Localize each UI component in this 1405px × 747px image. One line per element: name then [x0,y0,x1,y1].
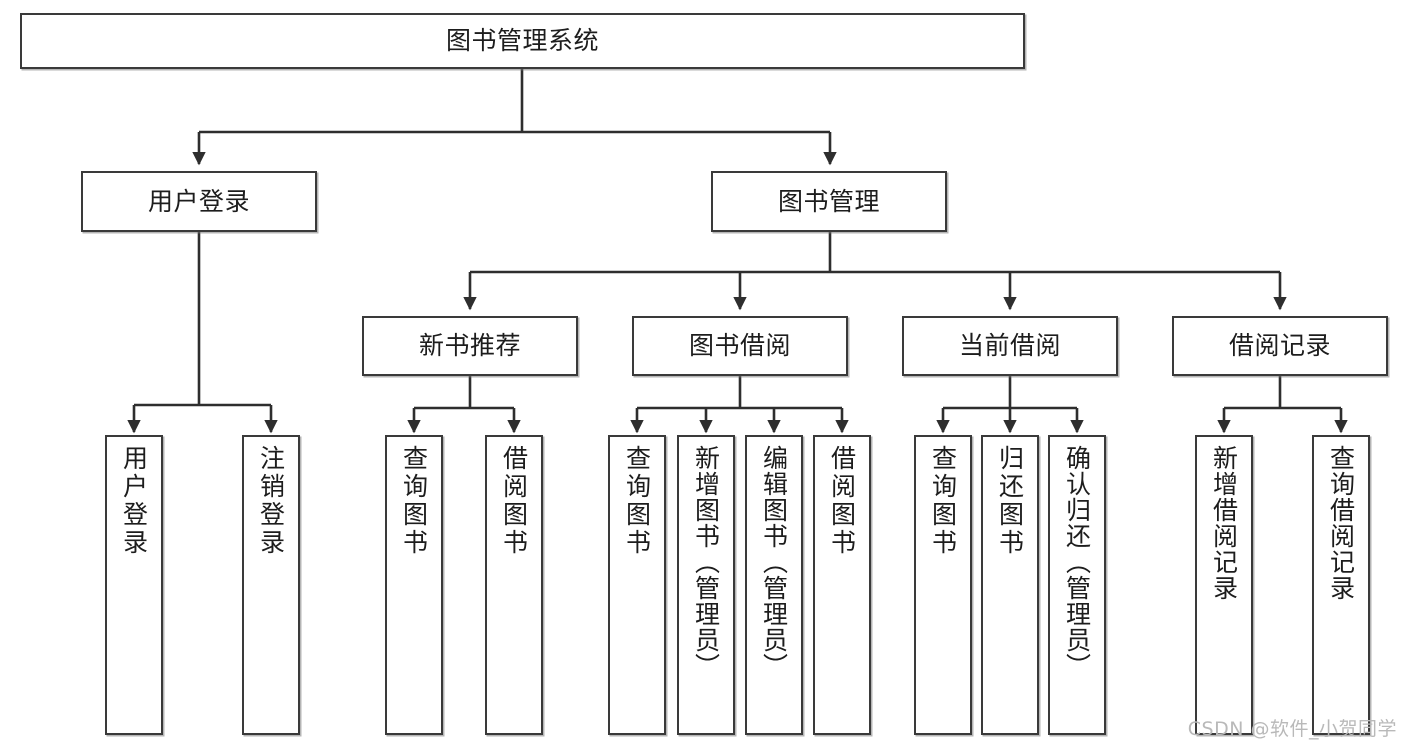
node-book-management[interactable]: 图书管理 [711,171,947,232]
node-label: 图书管理 [777,186,880,216]
node-label: 图书借阅 [688,331,791,361]
node-label: 图书管理系统 [445,26,599,56]
node-label: 查询图书 [928,445,958,557]
leaf-current-borrow-query[interactable]: 查询图书 [914,435,972,735]
node-label: 查询图书 [622,445,652,557]
node-current-borrow[interactable]: 当前借阅 [902,316,1118,376]
leaf-current-borrow-confirm-return-admin[interactable]: 确认归还（管理员） [1048,435,1106,735]
node-label: 注销登录 [256,445,286,557]
node-label: 借阅图书 [827,445,857,557]
node-label: 新增借阅记录 [1209,445,1239,601]
leaf-book-borrow-query[interactable]: 查询图书 [608,435,666,735]
node-label: 归还图书 [995,445,1025,557]
node-borrow-record[interactable]: 借阅记录 [1172,316,1388,376]
node-label: 查询图书 [399,445,429,557]
node-label: 确认归还（管理员） [1062,445,1092,679]
node-label: 查询借阅记录 [1326,445,1356,601]
node-label: 新增图书（管理员） [691,445,721,679]
leaf-book-borrow-edit-admin[interactable]: 编辑图书（管理员） [745,435,803,735]
node-label: 当前借阅 [958,331,1061,361]
leaf-borrow-record-query[interactable]: 查询借阅记录 [1312,435,1370,735]
node-label: 用户登录 [147,186,250,216]
leaf-new-book-borrow[interactable]: 借阅图书 [485,435,543,735]
node-label: 借阅图书 [499,445,529,557]
node-book-borrow[interactable]: 图书借阅 [632,316,848,376]
leaf-user-login-signin[interactable]: 用户登录 [105,435,163,735]
leaf-book-borrow-add-admin[interactable]: 新增图书（管理员） [677,435,735,735]
leaf-current-borrow-return[interactable]: 归还图书 [981,435,1039,735]
leaf-user-login-signout[interactable]: 注销登录 [242,435,300,735]
node-label: 借阅记录 [1228,331,1331,361]
node-user-login[interactable]: 用户登录 [81,171,317,232]
node-new-book-recommend[interactable]: 新书推荐 [362,316,578,376]
node-root-book-management-system[interactable]: 图书管理系统 [20,13,1025,69]
leaf-borrow-record-add[interactable]: 新增借阅记录 [1195,435,1253,735]
node-label: 编辑图书（管理员） [759,445,789,679]
node-label: 用户登录 [119,445,149,557]
node-label: 新书推荐 [418,331,521,361]
leaf-book-borrow-borrow[interactable]: 借阅图书 [813,435,871,735]
leaf-new-book-query[interactable]: 查询图书 [385,435,443,735]
